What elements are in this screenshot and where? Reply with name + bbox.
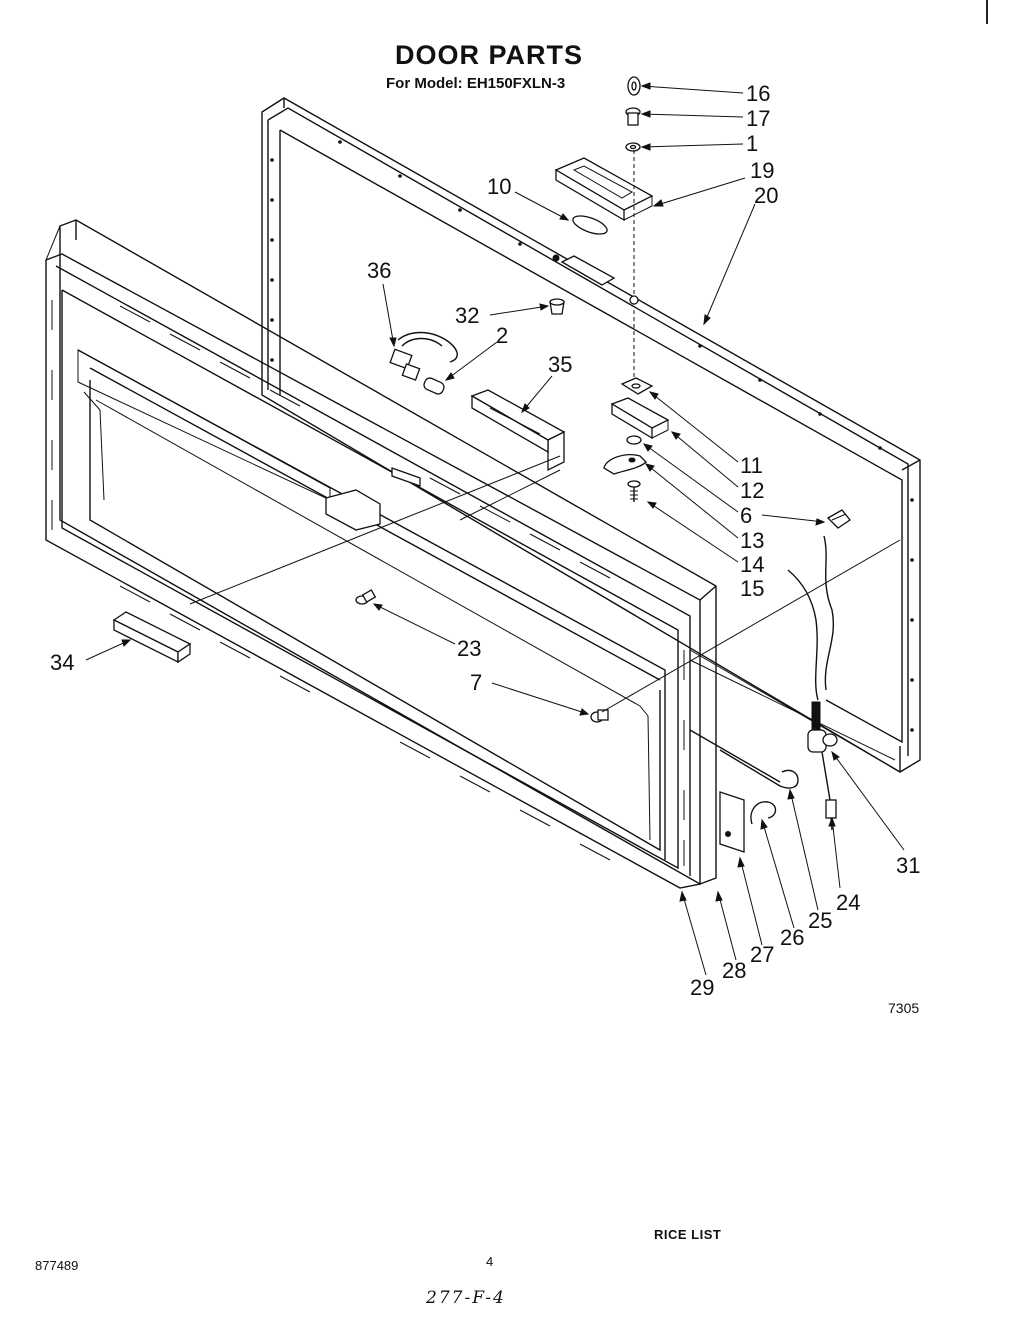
leader-lines bbox=[85, 82, 905, 976]
hook-part bbox=[750, 801, 777, 825]
handwritten-reference: 277-F-4 bbox=[426, 1288, 506, 1308]
plug-part bbox=[549, 298, 565, 315]
hinge-pin-part bbox=[620, 377, 654, 395]
screw-part bbox=[627, 480, 641, 502]
callout-25: 25 bbox=[808, 908, 832, 933]
callout-28: 28 bbox=[722, 958, 746, 983]
door-stop-part bbox=[590, 709, 609, 723]
callout-1: 1 bbox=[746, 131, 758, 156]
callout-13: 13 bbox=[740, 528, 764, 553]
callout-2: 2 bbox=[496, 323, 508, 348]
hinge-block-part bbox=[610, 397, 670, 440]
document-number: 877489 bbox=[35, 1258, 79, 1273]
heater-wire-part bbox=[719, 749, 799, 789]
callout-27: 27 bbox=[750, 942, 774, 967]
callout-10: 10 bbox=[487, 174, 511, 199]
callout-15: 15 bbox=[740, 576, 764, 601]
cover-plate-part bbox=[719, 791, 745, 853]
price-list-label: RICE LIST bbox=[654, 1227, 722, 1242]
bulb-part bbox=[423, 377, 445, 395]
thermostat-part bbox=[807, 701, 838, 753]
switch-part bbox=[389, 331, 458, 381]
callout-14: 14 bbox=[740, 552, 764, 577]
washer-small-part bbox=[626, 435, 642, 445]
bushing-part bbox=[625, 107, 641, 126]
callout-16: 16 bbox=[746, 81, 770, 106]
eye-bolt-part bbox=[627, 76, 641, 96]
pin-part bbox=[355, 589, 377, 605]
callout-19: 19 bbox=[750, 158, 774, 183]
drawing-code: 7305 bbox=[888, 1000, 920, 1016]
callout-32: 32 bbox=[455, 303, 479, 328]
callout-24: 24 bbox=[836, 890, 860, 915]
callout-20: 20 bbox=[754, 183, 778, 208]
callout-29: 29 bbox=[690, 975, 714, 1000]
hinge-cover-part bbox=[554, 157, 654, 222]
bracket-part bbox=[470, 389, 566, 472]
callout-12: 12 bbox=[740, 478, 764, 503]
door-liner-frame bbox=[261, 97, 921, 773]
callout-11: 11 bbox=[740, 453, 763, 478]
handle-part bbox=[112, 611, 192, 664]
wire-nut-part bbox=[826, 509, 851, 529]
edge-mark bbox=[986, 0, 988, 24]
gasket-oval-part bbox=[572, 215, 608, 235]
page-number: 4 bbox=[486, 1254, 494, 1269]
callout-36: 36 bbox=[367, 258, 391, 283]
callout-26: 26 bbox=[780, 925, 804, 950]
model-label: For Model: EH150FXLN-3 bbox=[386, 75, 566, 92]
callout-23: 23 bbox=[457, 636, 481, 661]
outer-door-panel bbox=[45, 219, 717, 889]
page-title: DOOR PARTS bbox=[395, 40, 584, 70]
callout-31: 31 bbox=[896, 853, 920, 878]
lower-hinge-part bbox=[603, 454, 647, 475]
callout-labels: 16 17 1 19 20 10 36 32 2 35 11 12 6 13 1… bbox=[50, 81, 920, 1000]
callout-7: 7 bbox=[470, 670, 482, 695]
connector-part bbox=[821, 751, 837, 831]
callout-6: 6 bbox=[740, 503, 752, 528]
callout-34: 34 bbox=[50, 650, 74, 675]
callout-17: 17 bbox=[746, 106, 770, 131]
callout-35: 35 bbox=[548, 352, 572, 377]
